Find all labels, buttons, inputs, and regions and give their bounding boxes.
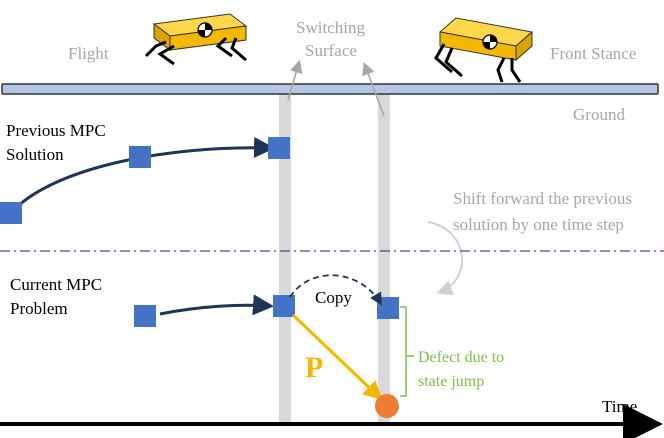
switching-bar-1 bbox=[279, 92, 291, 422]
front-stance-label: Front Stance bbox=[550, 44, 636, 63]
defect-label-line1: Defect due to bbox=[418, 349, 504, 366]
switching-arrow-left bbox=[287, 59, 303, 101]
shift-arrow bbox=[427, 221, 463, 296]
defect-state-point bbox=[375, 394, 399, 418]
current-mpc-label-line1: Current MPC bbox=[10, 275, 102, 294]
switching-arrow-right bbox=[362, 62, 385, 117]
current-node-1 bbox=[134, 305, 156, 327]
robot-front-stance-icon bbox=[434, 17, 534, 83]
copy-arc bbox=[289, 274, 382, 306]
robot-flight-icon bbox=[144, 13, 248, 66]
flight-label: Flight bbox=[68, 44, 109, 63]
current-node-2 bbox=[273, 295, 295, 317]
p-arrow bbox=[291, 313, 383, 401]
defect-label-line2: state jump bbox=[418, 373, 484, 390]
time-label: Time bbox=[602, 397, 637, 416]
defect-bracket bbox=[400, 306, 407, 397]
switching-surface-label-line2: Surface bbox=[305, 41, 357, 60]
previous-solution-curve bbox=[10, 137, 275, 214]
previous-mpc-label-line2: Solution bbox=[6, 145, 64, 164]
copy-label: Copy bbox=[315, 288, 352, 307]
previous-node-3 bbox=[268, 137, 290, 159]
ground-label: Ground bbox=[573, 105, 625, 124]
current-mpc-label-line2: Problem bbox=[10, 299, 68, 318]
shift-label-line1: Shift forward the previous bbox=[453, 189, 632, 208]
switching-surface-label-line1: Switching bbox=[296, 18, 365, 37]
previous-node-2 bbox=[129, 146, 151, 168]
current-solution-curve bbox=[159, 294, 274, 316]
previous-node-1 bbox=[0, 202, 22, 224]
shift-label-line2: solution by one time step bbox=[453, 215, 624, 234]
current-node-3 bbox=[377, 297, 399, 319]
previous-mpc-label-line1: Previous MPC bbox=[6, 121, 106, 140]
ground-bar bbox=[1, 83, 659, 95]
p-label: P bbox=[305, 351, 323, 384]
switching-bar-2 bbox=[378, 92, 390, 422]
